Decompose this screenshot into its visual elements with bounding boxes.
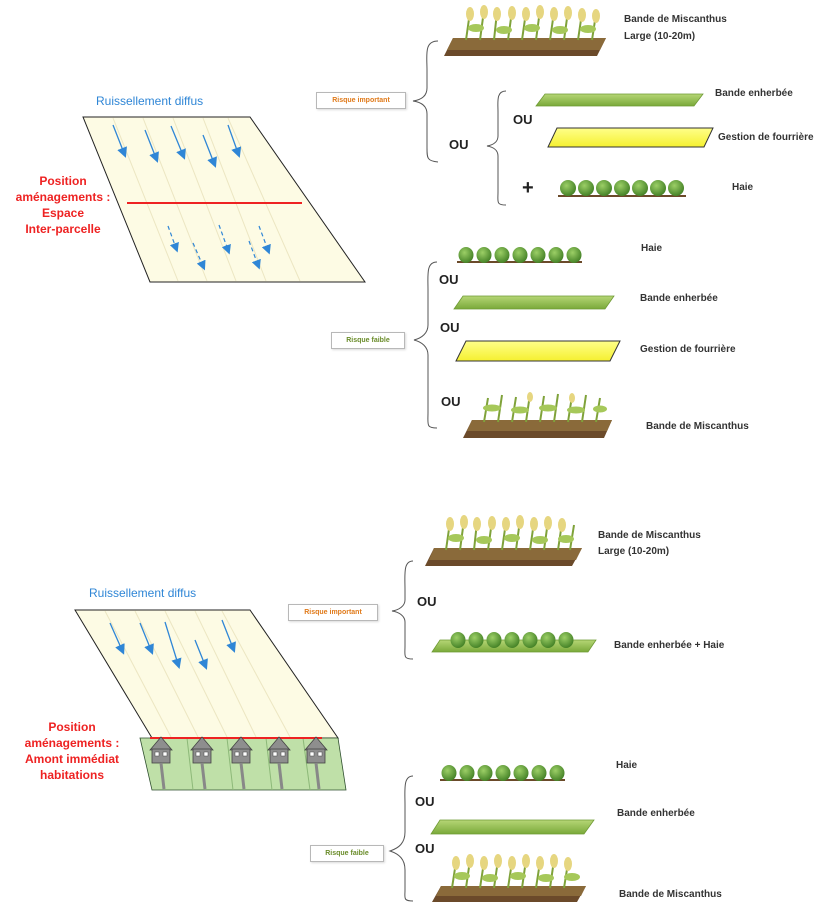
bottom-low-grass-strip <box>430 819 595 835</box>
top-miscanthus-large-strip <box>444 5 606 56</box>
top-low-miscanthus-strip <box>463 392 612 438</box>
bottom-high-miscanthus-label-2: Large (10-20m) <box>598 546 670 557</box>
top-high-grass-label: Bande enherbée <box>715 88 793 99</box>
bottom-low-hedge <box>440 765 565 781</box>
top-risk-high-box: Risque important <box>316 92 406 109</box>
bottom-low-ou-1: OU <box>415 794 435 809</box>
bottom-low-grass-label: Bande enherbée <box>617 808 695 819</box>
top-field-label: Ruissellement diffus <box>96 94 204 108</box>
top-position-line-1: Position <box>39 174 87 188</box>
top-high-plus: + <box>522 177 534 199</box>
top-risk-low-box: Risque faible <box>331 332 405 349</box>
top-low-ou-3: OU <box>441 394 461 409</box>
top-high-ou-outer: OU <box>449 137 469 152</box>
top-low-headland-label: Gestion de fourrière <box>640 344 736 355</box>
top-field-illustration <box>82 116 366 283</box>
top-low-bracket <box>413 261 438 429</box>
bottom-low-miscanthus-label: Bande de Miscanthus <box>619 889 722 900</box>
bottom-high-miscanthus-label-1: Bande de Miscanthus <box>598 530 701 541</box>
top-high-miscanthus-label-1: Bande de Miscanthus <box>624 14 727 25</box>
top-high-brackets <box>412 40 507 206</box>
bottom-low-ou-2: OU <box>415 841 435 856</box>
top-high-grass-strip <box>535 93 704 107</box>
bottom-grass-hedge-strip <box>431 632 597 653</box>
bottom-low-miscanthus-strip <box>432 854 586 902</box>
bottom-position-label: Position aménagements : Amont immédiat h… <box>16 719 128 783</box>
bottom-low-hedge-label: Haie <box>616 760 638 771</box>
bottom-field-illustration <box>74 609 347 791</box>
top-position-line-4: Inter-parcelle <box>25 222 101 236</box>
top-high-hedge-label: Haie <box>732 182 754 193</box>
bottom-field-label: Ruissellement diffus <box>89 586 197 600</box>
bottom-position-line-4: habitations <box>39 768 104 782</box>
top-high-headland-strip <box>547 127 714 148</box>
top-low-grass-strip <box>453 295 615 310</box>
top-low-ou-1: OU <box>439 272 459 287</box>
top-high-hedge <box>558 180 686 197</box>
bottom-high-ou: OU <box>417 594 437 609</box>
bottom-risk-low-box: Risque faible <box>310 845 384 862</box>
top-low-headland-strip <box>455 340 621 362</box>
top-high-headland-label: Gestion de fourrière <box>718 132 814 143</box>
top-low-ou-2: OU <box>440 320 460 335</box>
top-low-miscanthus-label: Bande de Miscanthus <box>646 421 749 432</box>
bottom-low-bracket <box>388 775 414 902</box>
bottom-miscanthus-large-strip <box>425 515 582 566</box>
top-position-line-2: aménagements : <box>15 190 111 204</box>
bottom-position-line-3: Amont immédiat <box>24 752 119 766</box>
bottom-position-line-2: aménagements : <box>24 736 120 750</box>
bottom-risk-high-box: Risque important <box>288 604 378 621</box>
top-high-ou-inner: OU <box>513 112 533 127</box>
top-low-grass-label: Bande enherbée <box>640 293 718 304</box>
top-low-hedge-label: Haie <box>641 243 663 254</box>
top-position-line-3: Espace <box>41 206 85 220</box>
top-low-hedge <box>457 247 582 263</box>
bottom-high-bracket <box>391 560 414 660</box>
top-high-miscanthus-label-2: Large (10-20m) <box>624 31 696 42</box>
top-position-label: Position aménagements : Espace Inter-par… <box>12 173 114 237</box>
bottom-high-grass-hedge-label: Bande enherbée + Haie <box>614 640 725 651</box>
bottom-position-line-1: Position <box>48 720 96 734</box>
